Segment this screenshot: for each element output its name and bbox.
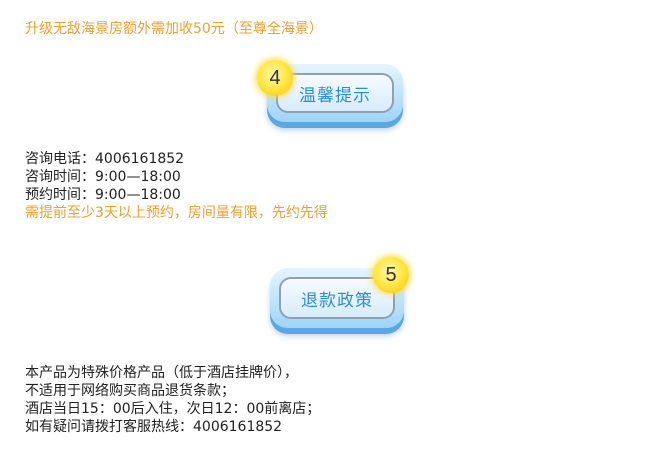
booking-notice: 需提前至少3天以上预约，房间量有限，先约先得	[25, 205, 328, 221]
refund-button-label: 退款政策	[301, 290, 373, 311]
refund-line-4: 如有疑问请拨打客服热线：4006161852	[25, 419, 283, 435]
refund-line-1: 本产品为特殊价格产品（低于酒店挂牌价），	[25, 365, 298, 381]
top-notice: 升级无敌海景房额外需加收50元（至尊全海景）	[25, 21, 323, 37]
refund-line-3: 酒店当日15：00后入住，次日12：00前离店；	[25, 401, 321, 417]
tips-pill: 温馨提示	[267, 64, 403, 122]
step-badge-4: 4	[257, 60, 293, 96]
tips-button-label: 温馨提示	[299, 85, 371, 106]
refund-line-2: 不适用于网络购买商品退货条款；	[25, 383, 235, 399]
tips-button: 温馨提示	[276, 73, 394, 113]
step-badge-5: 5	[373, 257, 409, 293]
contact-hours-line: 咨询时间：9:00—18:00	[25, 169, 181, 185]
booking-hours-line: 预约时间：9:00—18:00	[25, 187, 181, 203]
contact-phone-line: 咨询电话：4006161852	[25, 151, 185, 167]
